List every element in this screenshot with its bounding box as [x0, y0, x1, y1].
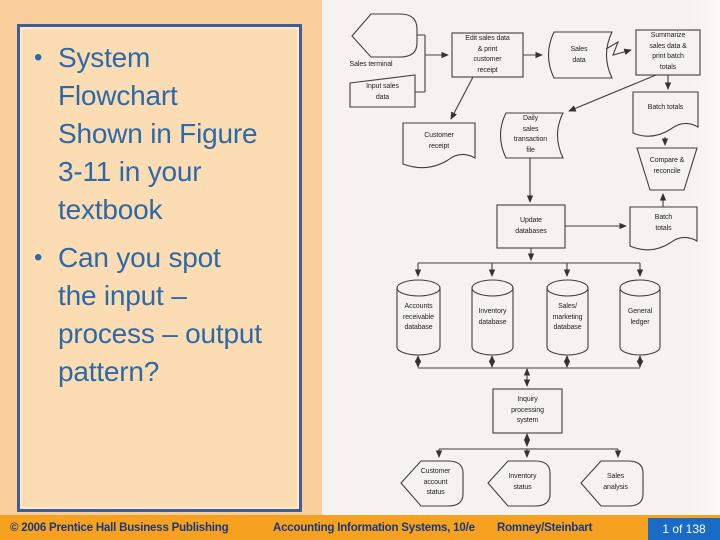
document-batch-totals-top [632, 91, 699, 137]
process-box-edit [451, 32, 524, 78]
database-cylinder-salesmkt-top [546, 279, 589, 297]
footer-authors: Romney/Steinbart [497, 521, 593, 534]
flowchart-figure: Sales terminal Input sales data Edit sal… [322, 0, 720, 515]
database-cylinder-gl-top [619, 279, 661, 297]
arrow-edit-to-receipt [450, 76, 474, 120]
label-batch-totals-side: Batch totals [654, 214, 673, 232]
arrow-summarize-to-dailyfile [568, 74, 657, 112]
label-inquiry-system: Inquiry processing system [511, 396, 544, 424]
label-input-sales: Input sales data [366, 83, 399, 101]
display-sales-analysis [580, 460, 644, 507]
label-edit-process: Edit sales data & print customer receipt [465, 35, 510, 74]
footer-bar: © 2006 Prentice Hall Business Publishing… [0, 515, 720, 540]
label-batch-totals-top: Batch totals [647, 104, 684, 111]
bullet-text: Can you spot the input – process – outpu… [58, 242, 262, 387]
label-inventory-status: Inventory status [508, 473, 537, 491]
label-compare-reconcile: Compare & reconcile [649, 157, 685, 175]
footer-book-title: Accounting Information Systems, 10/e [273, 521, 475, 534]
display-sales-terminal [351, 13, 418, 58]
label-ar-database: Accounts receivable database [403, 303, 434, 331]
flowchart-canvas [349, 13, 701, 507]
label-sales-analysis: Sales analysis [603, 473, 628, 491]
database-cylinder-gl [619, 288, 661, 356]
database-cylinder-inventory [471, 288, 514, 356]
stored-data-sales-data [547, 31, 613, 79]
connector-terminal-input [415, 34, 426, 93]
label-daily-file: Daily sales transaction file [513, 115, 548, 154]
page-indicator: 1 of 138 [648, 518, 720, 540]
database-cylinder-salesmkt [546, 288, 589, 356]
label-inventory-database: Inventory database [478, 308, 507, 326]
label-customer-receipt: Customer receipt [424, 132, 454, 150]
label-customer-account-status: Customer account status [420, 468, 451, 496]
document-customer-receipt [402, 122, 476, 169]
footer-copyright: © 2006 Prentice Hall Business Publishing [10, 521, 229, 534]
database-cylinder-ar-top [396, 279, 441, 297]
display-customer-account-status [400, 460, 464, 507]
bullet-text-box: • System Flowchart Shown in Figure 3-11 … [17, 24, 302, 512]
process-box-inquiry [492, 388, 563, 434]
left-panel: • System Flowchart Shown in Figure 3-11 … [0, 0, 322, 515]
label-general-ledger: General ledger [627, 308, 653, 326]
document-batch-totals-side [629, 206, 698, 251]
bullet-marker: • [34, 44, 43, 71]
bullet-item: • System Flowchart Shown in Figure 3-11 … [34, 39, 293, 229]
bullet-marker: • [34, 244, 43, 271]
display-inventory-status [487, 460, 551, 507]
label-sales-terminal: Sales terminal [349, 61, 393, 68]
process-box-update [496, 204, 566, 249]
database-cylinder-ar [396, 288, 441, 356]
database-cylinder-inventory-top [471, 279, 514, 297]
label-update-databases: Update databases [515, 217, 547, 235]
bullet-text: System Flowchart Shown in Figure 3-11 in… [58, 42, 258, 225]
label-sales-data: Sales data [570, 46, 588, 64]
label-summarize: Summarize sales data & print batch total… [649, 32, 687, 71]
label-sales-marketing-database: Sales/ marketing database [552, 303, 583, 331]
arrow-salesdata-to-summarize [605, 40, 632, 56]
stored-data-daily-file [499, 112, 564, 159]
manual-input-sales-data [349, 74, 416, 108]
manual-operation-compare [636, 147, 698, 191]
bullet-item: • Can you spot the input – process – out… [34, 239, 293, 391]
